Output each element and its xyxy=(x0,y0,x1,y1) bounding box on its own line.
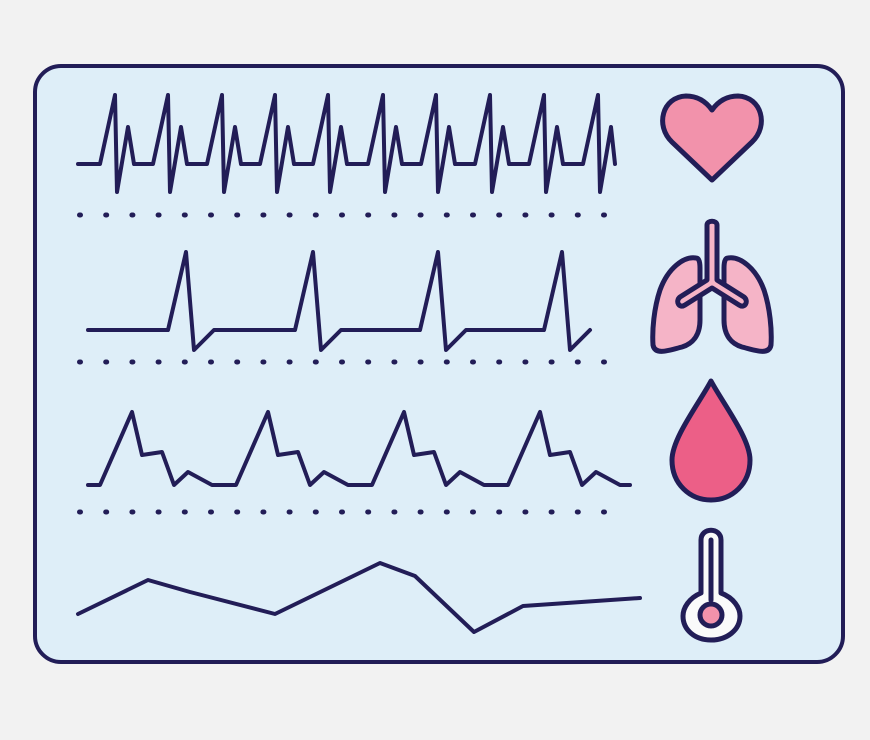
separator-dot xyxy=(391,212,398,218)
separator-dot xyxy=(129,509,136,515)
separator-dot xyxy=(443,359,450,365)
separator-dot xyxy=(496,509,503,515)
separator-dot xyxy=(208,359,214,365)
separator-dot xyxy=(234,359,241,365)
separator-dot xyxy=(496,212,503,218)
separator-dot xyxy=(181,359,188,365)
separator-dot xyxy=(365,359,372,365)
separator-dot xyxy=(601,212,607,218)
separator-dot xyxy=(181,509,188,515)
lungs-icon xyxy=(650,218,774,354)
separator-dot xyxy=(103,509,110,515)
separator-dot xyxy=(339,509,345,515)
separator-dot xyxy=(208,509,214,515)
separator-dot xyxy=(339,212,345,218)
temperature-trend xyxy=(76,561,642,634)
separator-dot xyxy=(522,212,529,218)
separator-dot xyxy=(365,212,372,218)
separator-dot xyxy=(470,509,476,515)
separator-dot xyxy=(129,212,136,218)
thermometer-icon xyxy=(680,527,743,643)
separator-dot xyxy=(286,212,293,218)
separator-dot xyxy=(260,359,267,365)
separator-dot xyxy=(417,212,424,218)
separator-dot xyxy=(548,212,555,218)
separator-dot xyxy=(365,509,372,515)
separator-dot xyxy=(312,509,319,515)
separator-dot xyxy=(574,212,581,218)
separator-dot xyxy=(391,509,398,515)
separator-dot xyxy=(155,212,162,218)
separator-dot xyxy=(286,359,293,365)
separator-dot xyxy=(286,509,293,515)
separator-dot xyxy=(260,509,267,515)
separator-dot xyxy=(155,359,162,365)
separator-dot xyxy=(234,212,241,218)
separator-dot xyxy=(470,359,476,365)
separator-dot xyxy=(103,359,110,365)
separator-dot xyxy=(548,509,555,515)
separator-dot xyxy=(470,212,476,218)
separator-dot xyxy=(103,212,110,218)
separator-dot xyxy=(522,509,529,515)
separator-dot xyxy=(574,509,581,515)
separator-dot xyxy=(181,212,188,218)
separator-dot xyxy=(417,359,424,365)
respiration-waveform xyxy=(86,250,592,352)
separator-dot xyxy=(312,359,319,365)
separator-dot xyxy=(77,359,83,365)
separator-dot xyxy=(339,359,345,365)
separator-dot xyxy=(391,359,398,365)
separator-dot xyxy=(77,212,83,218)
heart-icon xyxy=(660,93,764,183)
blood-drop-icon xyxy=(669,378,753,503)
separator-dot xyxy=(77,509,83,515)
separator-dot xyxy=(574,359,581,365)
separator-dot xyxy=(443,212,450,218)
separator-dot xyxy=(522,359,529,365)
separator-dot xyxy=(417,509,424,515)
ecg-waveform xyxy=(76,93,617,194)
separator-dot xyxy=(601,359,607,365)
separator-dot xyxy=(443,509,450,515)
separator-dot xyxy=(208,212,214,218)
separator-dot xyxy=(496,359,503,365)
separator-dot xyxy=(601,509,607,515)
separator-dot xyxy=(548,359,555,365)
blood-pressure-waveform xyxy=(86,410,632,487)
separator-dot xyxy=(129,359,136,365)
separator-dot xyxy=(155,509,162,515)
separator-dot xyxy=(234,509,241,515)
separator-dot xyxy=(260,212,267,218)
separator-dot xyxy=(312,212,319,218)
